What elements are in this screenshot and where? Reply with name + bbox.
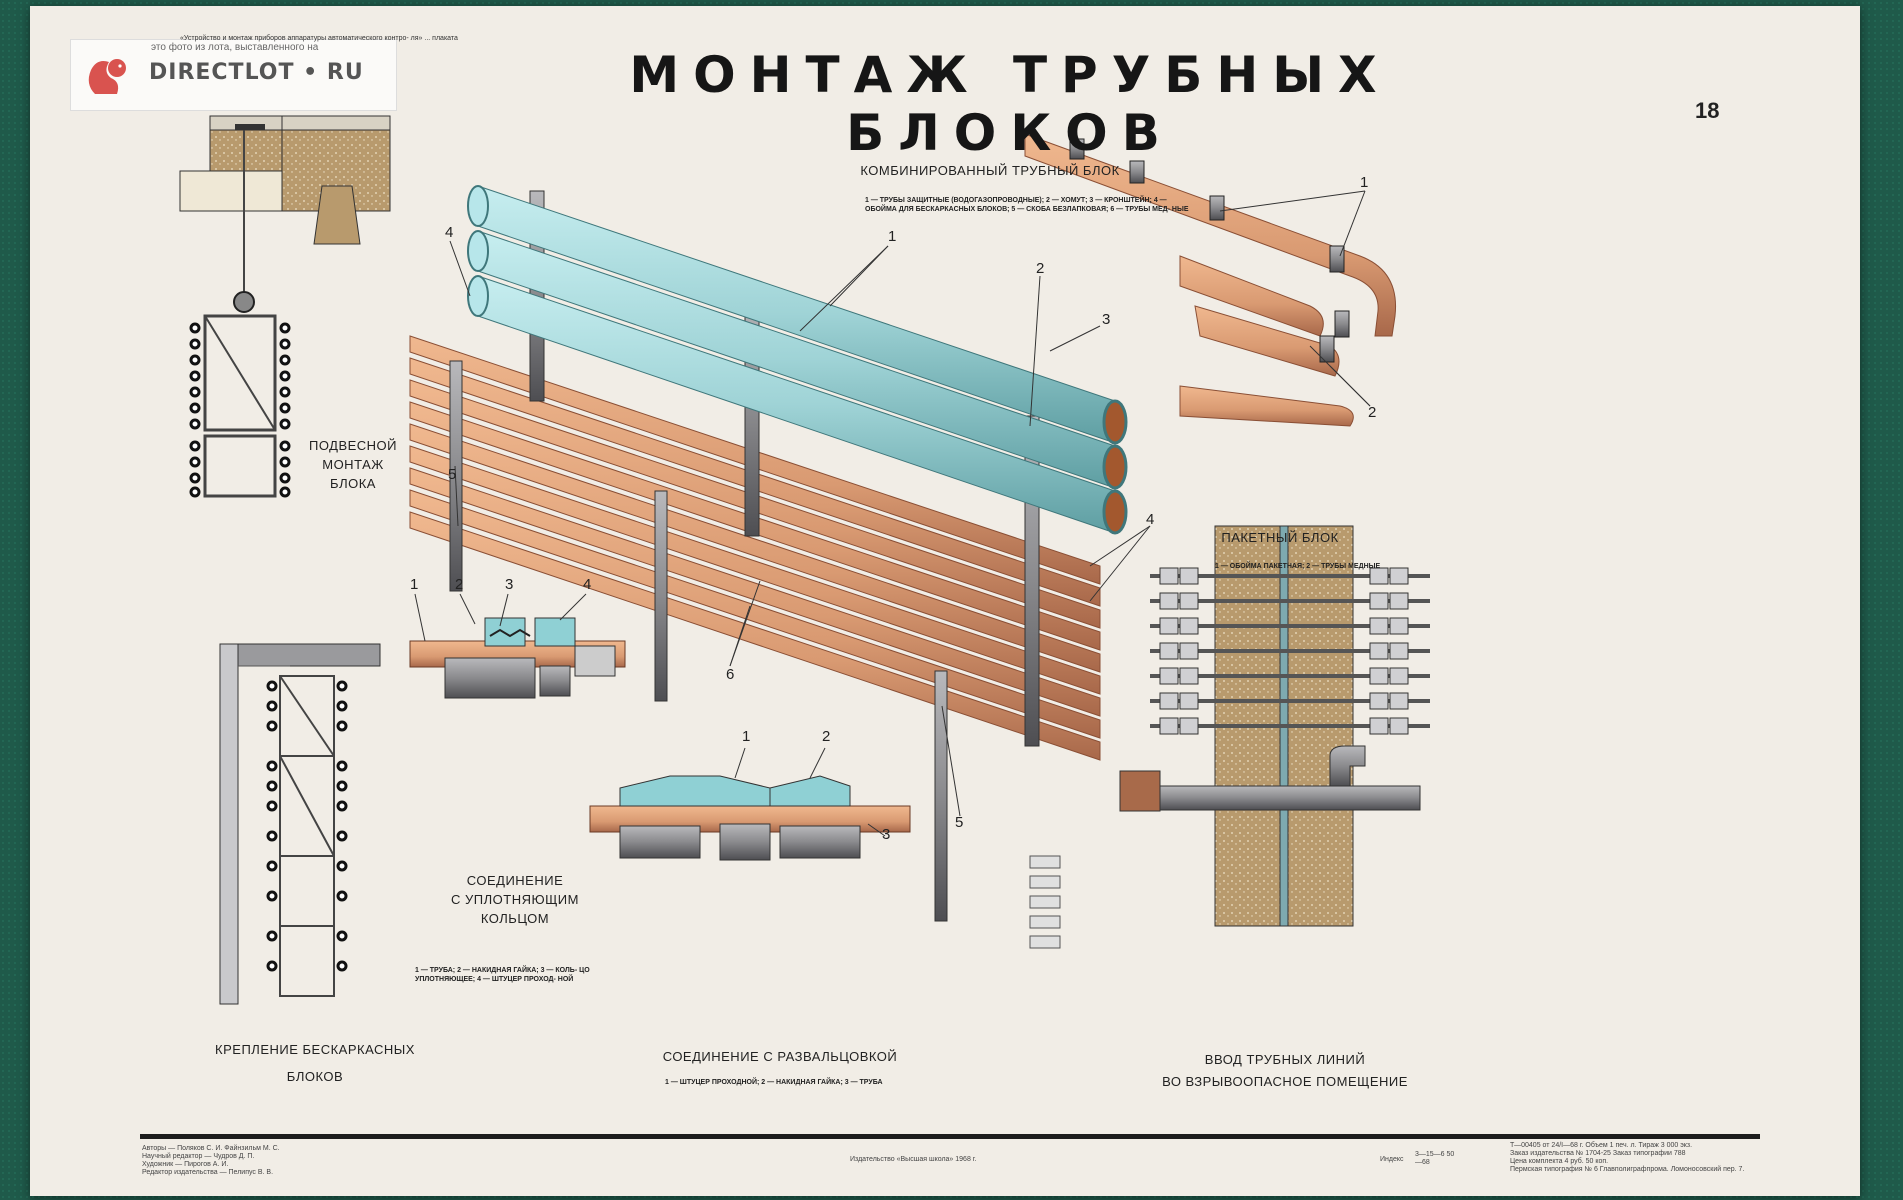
callout-flare-2: 2 (822, 728, 831, 745)
footer-credits: Авторы — Поляков С. И. Файнзильм М. С. Н… (142, 1145, 362, 1177)
seal-joint-diagram (409, 593, 626, 699)
flare-joint-caption: СОЕДИНЕНИЕ С РАЗВАЛЬЦОВКОЙ (662, 1049, 898, 1064)
packet-block-legend: 1 — ОБОЙМА ПАКЕТНАЯ; 2 — ТРУБЫ МЕДНЫЕ (1215, 563, 1381, 570)
frameless-mount-diagram (219, 643, 381, 1005)
callout-packet-1: 1 (1360, 174, 1369, 191)
packet-block-diagram (1024, 133, 1397, 427)
entry-diagram (1119, 525, 1430, 927)
entry-caption: ВВОД ТРУБНЫХ ЛИНИЙ ВО ВЗРЫВООПАСНОЕ ПОМЕ… (1160, 1049, 1410, 1093)
combined-block-caption: КОМБИНИРОВАННЫЙ ТРУБНЫЙ БЛОК (860, 163, 1120, 178)
footer-print-line: Пермская типография № 6 Главполиграфпром… (1510, 1166, 1745, 1173)
callout-combined-3: 3 (1102, 311, 1111, 328)
callout-combined-1: 1 (888, 228, 897, 245)
footer-print-line: Цена комплекта 4 руб. 50 коп. (1510, 1158, 1609, 1165)
frameless-caption-line: КРЕПЛЕНИЕ БЕСКАРКАСНЫХ (215, 1042, 415, 1057)
watermark-site[interactable]: DIRECTLOT • RU (149, 60, 364, 85)
callout-combined-6: 6 (726, 666, 735, 683)
seal-joint-legend: 1 — ТРУБА; 2 — НАКИДНАЯ ГАЙКА; 3 — КОЛЬ-… (415, 967, 590, 983)
callout-combined-5a: 5 (448, 466, 457, 483)
suspended-caption: ПОДВЕСНОЙ МОНТАЖ БЛОКА (298, 436, 408, 493)
suspended-caption-line: БЛОКА (330, 476, 376, 491)
poster-drawings (179, 115, 1430, 1005)
seal-caption-line: СОЕДИНЕНИЕ (466, 873, 564, 888)
seal-joint-caption: СОЕДИНЕНИЕ С УПЛОТНЯЮЩИМ КОЛЬЦОМ (435, 871, 595, 928)
footer-credit-line: Редактор издательства — Пелипус В. В. (142, 1169, 274, 1176)
callout-combined-4a: 4 (445, 224, 454, 241)
entry-caption-line: ВВОД ТРУБНЫХ ЛИНИЙ (1204, 1052, 1366, 1067)
footer-publisher: Издательство «Высшая школа» 1968 г. (850, 1156, 977, 1163)
flare-joint-diagram (589, 747, 911, 861)
combined-block-legend: 1 — ТРУБЫ ЗАЩИТНЫЕ (ВОДОГАЗОПРОВОДНЫЕ); … (865, 197, 1189, 213)
footer-credit-line: Авторы — Поляков С. И. Файнзильм М. С. (142, 1145, 280, 1152)
packet-block-caption: ПАКЕТНЫЙ БЛОК (1221, 530, 1339, 545)
footer-index-value: 3—15—6 50—68 (1415, 1151, 1455, 1166)
callout-seal-1: 1 (410, 576, 419, 593)
suspended-caption-line: ПОДВЕСНОЙ (308, 438, 398, 453)
footer-print-info: Т—00405 от 24/I—68 г. Объем 1 печ. л. Ти… (1510, 1142, 1760, 1174)
callout-seal-4: 4 (583, 576, 592, 593)
footer-credit-line: Художник — Пирогов А. И. (142, 1161, 229, 1168)
combined-block-diagram (409, 185, 1151, 949)
footer-print-line: Т—00405 от 24/I—68 г. Объем 1 печ. л. Ти… (1510, 1142, 1693, 1149)
frameless-caption: КРЕПЛЕНИЕ БЕСКАРКАСНЫХ БЛОКОВ (200, 1036, 430, 1090)
flare-joint-legend: 1 — ШТУЦЕР ПРОХОДНОЙ; 2 — НАКИДНАЯ ГАЙКА… (665, 1079, 883, 1086)
watermark-overlay: это фото из лота, выставленного на DIREC… (70, 39, 397, 111)
seal-caption-line: С УПЛОТНЯЮЩИМ (451, 892, 579, 907)
footer-credit-line: Научный редактор — Чудров Д. П. (142, 1153, 255, 1160)
callout-seal-2: 2 (455, 576, 464, 593)
page-title: МОНТАЖ ТРУБНЫХ БЛОКОВ (629, 46, 1391, 162)
callout-combined-4b: 4 (1146, 511, 1155, 528)
callout-combined-5b: 5 (955, 814, 964, 831)
callout-combined-2: 2 (1036, 260, 1045, 277)
footer-print-line: Заказ издательства № 1704-25 Заказ типог… (1510, 1150, 1686, 1157)
page-number: 18 (1695, 98, 1720, 123)
callout-packet-2: 2 (1368, 404, 1377, 421)
suspended-pipe-stack (189, 322, 291, 498)
frameless-caption-line: БЛОКОВ (286, 1069, 344, 1084)
entry-caption-line: ВО ВЗРЫВООПАСНОЕ ПОМЕЩЕНИЕ (1162, 1074, 1408, 1089)
suspended-mount-diagram (179, 115, 391, 498)
poster-sheet: это фото из лота, выставленного на DIREC… (30, 6, 1860, 1196)
watermark-note: это фото из лота, выставленного на (151, 42, 319, 53)
seal-caption-line: КОЛЬЦОМ (480, 911, 550, 926)
callout-flare-1: 1 (742, 728, 751, 745)
footer-rule (140, 1134, 1760, 1139)
callout-flare-3: 3 (882, 826, 891, 843)
header-note: «Устройство и монтаж приборов аппаратуры… (180, 35, 458, 42)
suspended-caption-line: МОНТАЖ (322, 457, 384, 472)
footer-index-label: Индекс (1380, 1156, 1404, 1163)
squirrel-logo-icon (88, 59, 126, 94)
callout-seal-3: 3 (505, 576, 514, 593)
